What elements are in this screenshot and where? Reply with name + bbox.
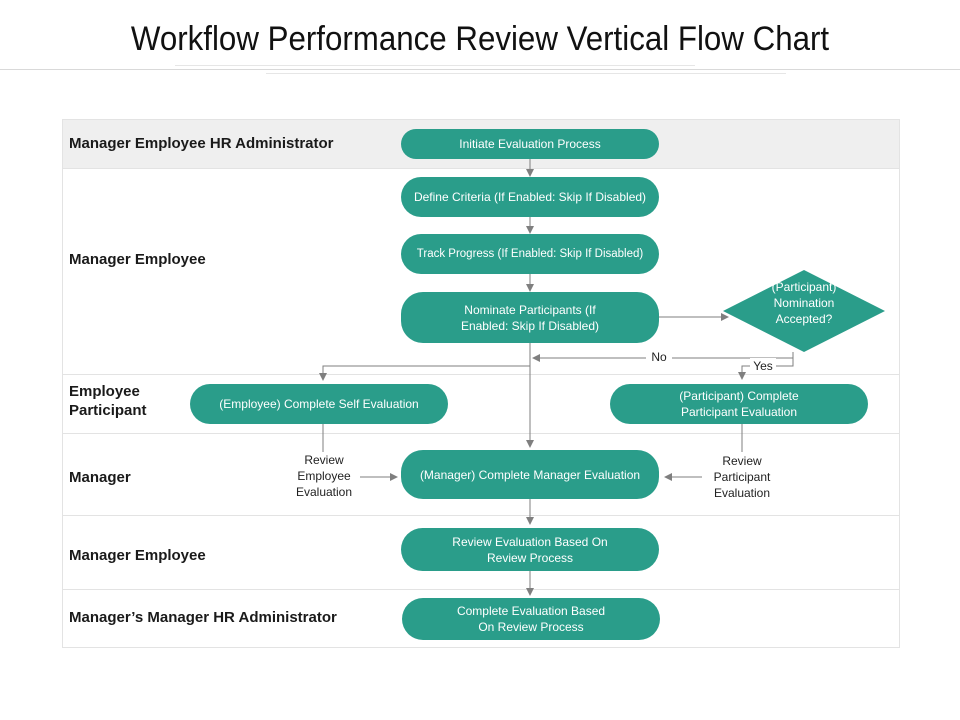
node-complete-evaluation: Complete Evaluation Based On Review Proc…: [402, 598, 660, 640]
lane-4: [62, 433, 900, 516]
lane-5: [62, 515, 900, 590]
edge-label-yes: Yes: [750, 358, 776, 374]
lane-3: [62, 374, 900, 434]
node-define-criteria: Define Criteria (If Enabled: Skip If Dis…: [401, 177, 659, 217]
node-initiate: Initiate Evaluation Process: [401, 129, 659, 159]
lane-2: [62, 168, 900, 375]
lane-6: [62, 589, 900, 649]
lane-label: Manager Employee: [69, 251, 206, 268]
arrow-to-self-eval: [319, 365, 530, 381]
lane-label: Manager’s Manager HR Administrator: [69, 609, 337, 626]
node-manager-evaluation: (Manager) Complete Manager Evaluation: [401, 450, 659, 499]
node-track-progress: Track Progress (If Enabled: Skip If Disa…: [401, 234, 659, 274]
lane-label: Manager Employee HR Administrator: [69, 135, 334, 152]
lane-label: Manager Employee: [69, 547, 206, 564]
page-title: Workflow Performance Review Vertical Flo…: [130, 20, 830, 58]
decision-label: (Participant) Nomination Accepted?: [771, 280, 837, 326]
lane-label: Employee Participant: [69, 383, 147, 419]
decision-diamond: [723, 270, 885, 352]
lane-label: Manager: [69, 469, 131, 486]
node-nominate: Nominate Participants (If Enabled: Skip …: [401, 292, 659, 343]
title-divider: [0, 69, 960, 70]
edge-label-review-employee: Review Employee Evaluation: [288, 452, 360, 500]
node-review-evaluation: Review Evaluation Based On Review Proces…: [401, 528, 659, 571]
edge-label-review-participant: Review Participant Evaluation: [702, 453, 782, 501]
title-underline-bottom: [266, 73, 786, 74]
node-self-evaluation: (Employee) Complete Self Evaluation: [190, 384, 448, 424]
title-underline-top: [175, 65, 695, 66]
node-participant-evaluation: (Participant) Complete Participant Evalu…: [610, 384, 868, 424]
edge-label-no: No: [646, 349, 672, 365]
